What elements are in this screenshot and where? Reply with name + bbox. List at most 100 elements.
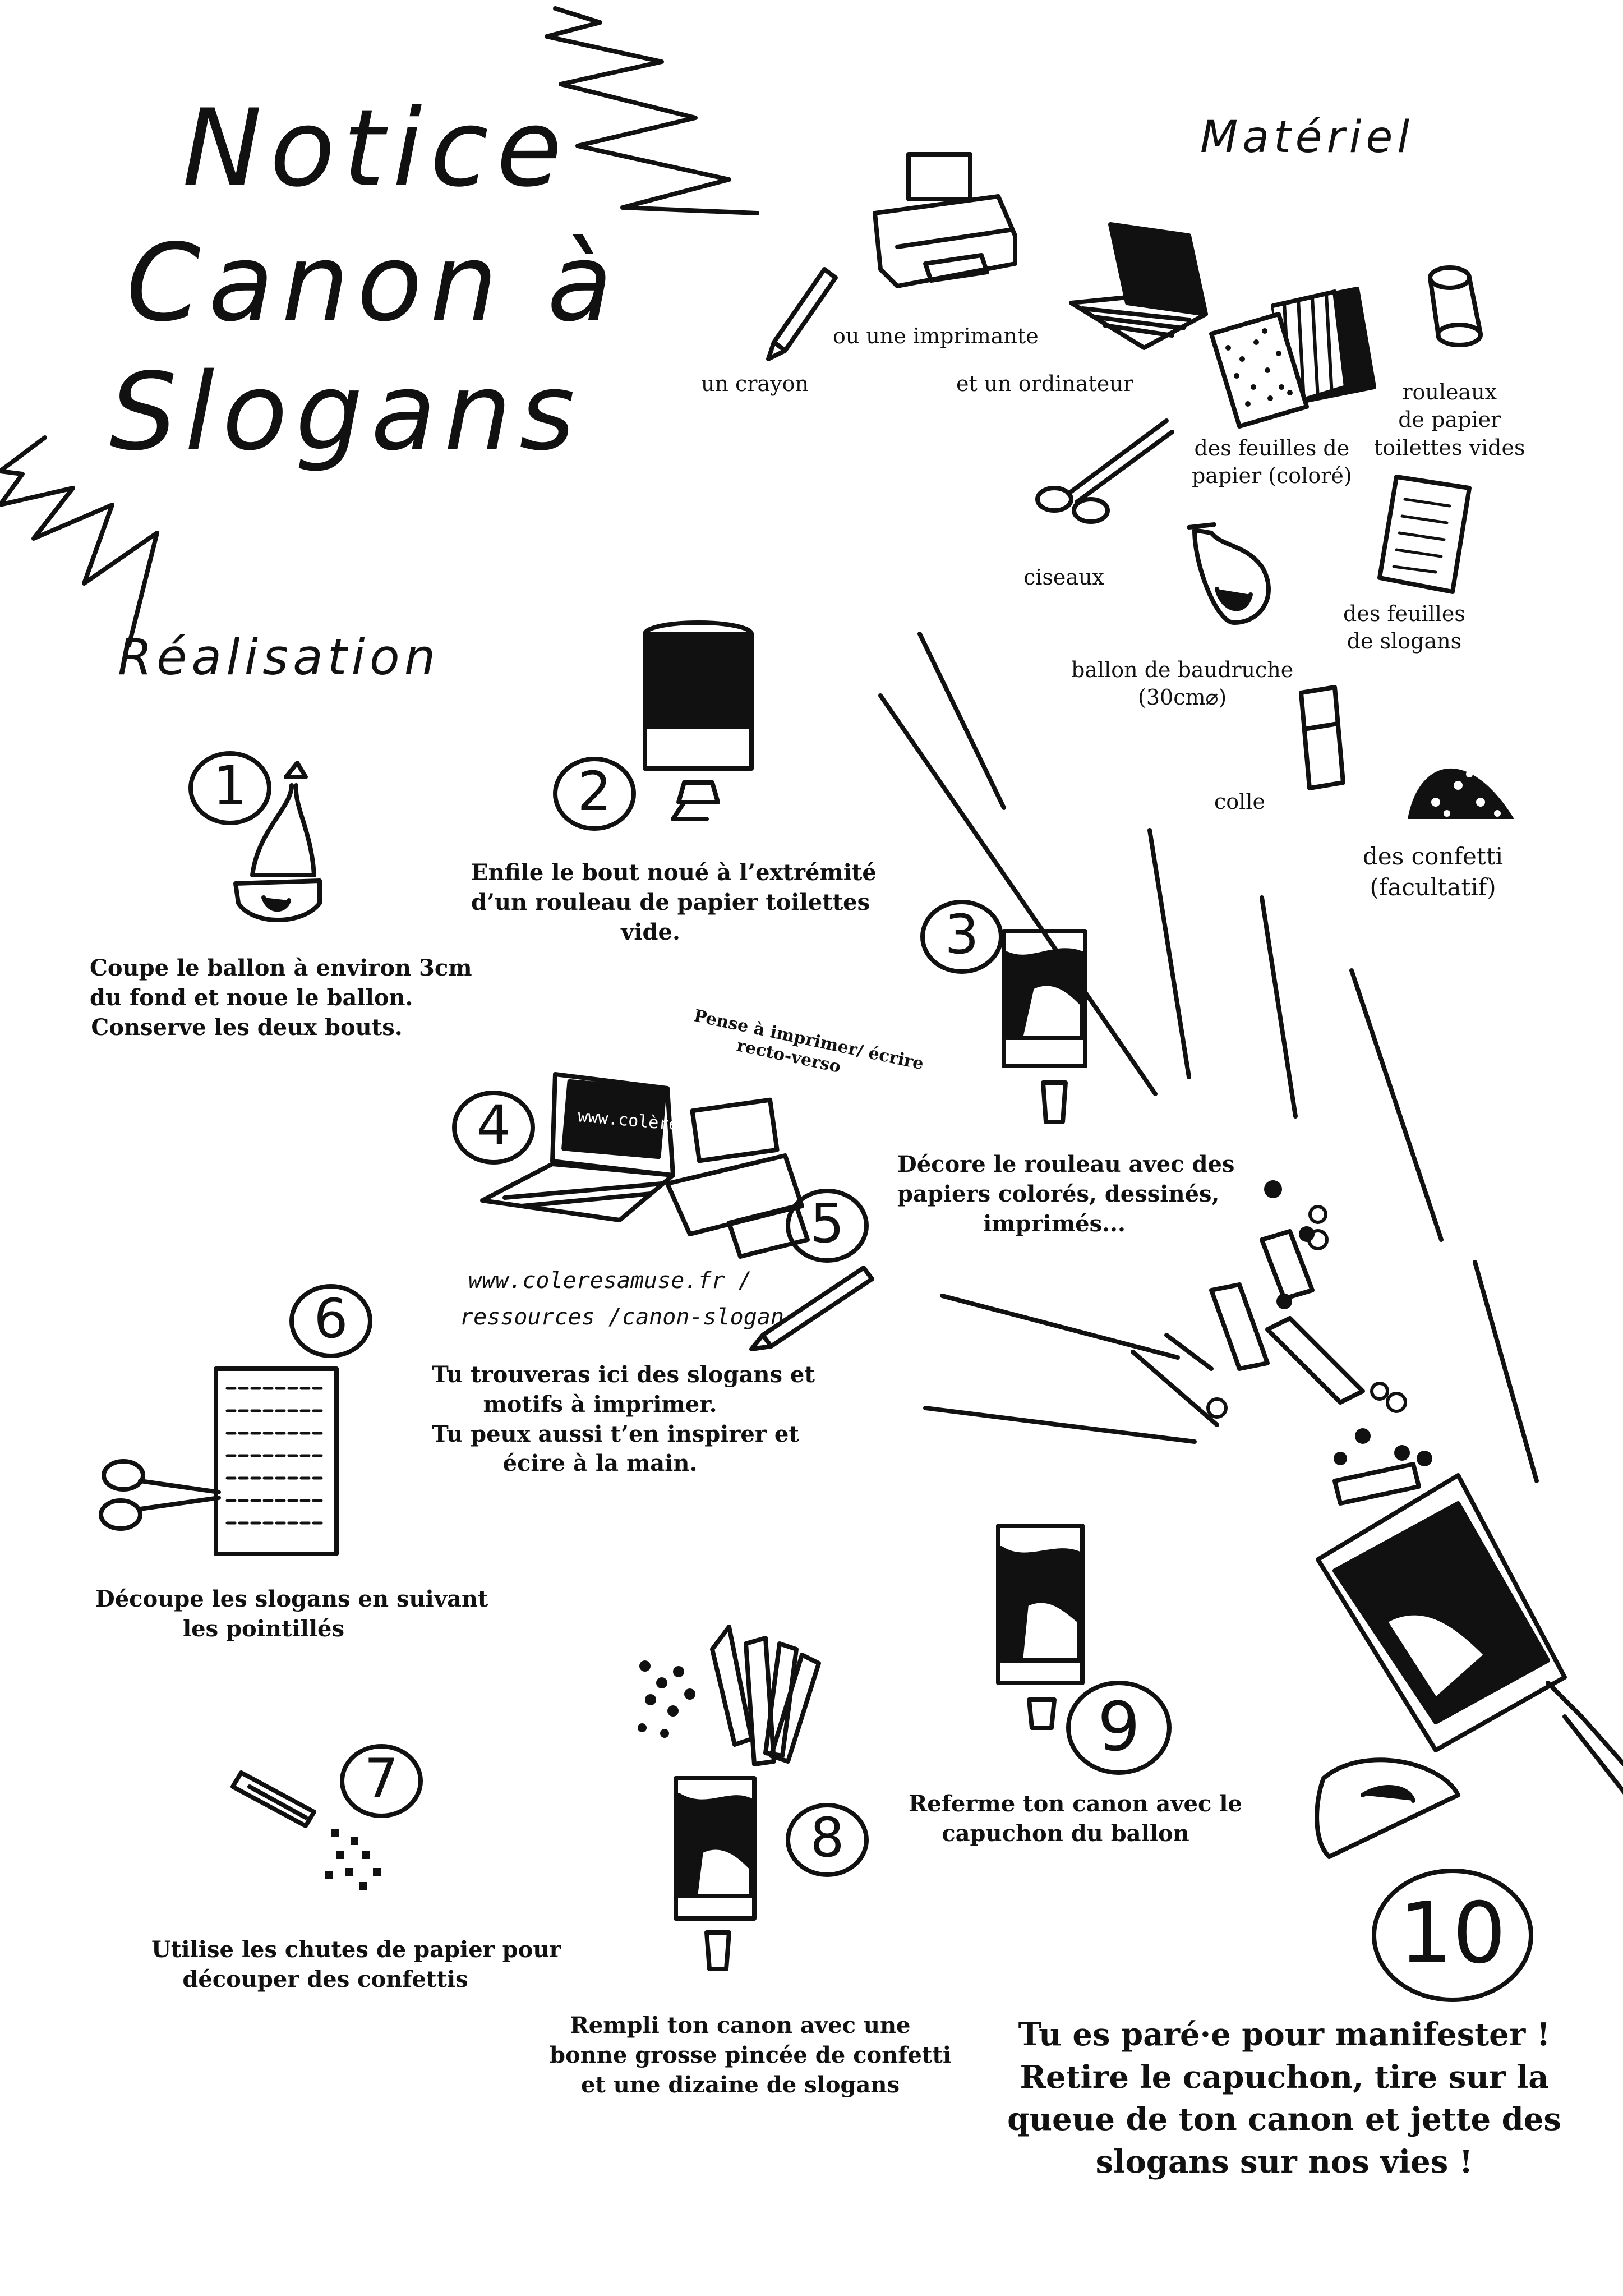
material-rouleaux: rouleaux de papier toilettes vides (1374, 379, 1525, 462)
final-line4: slogans sur nos vies ! (1095, 2143, 1473, 2180)
step4-printer-drawing (665, 1097, 810, 1259)
printer-drawing (873, 152, 1017, 288)
title-line-1: Notice (182, 86, 570, 210)
step-caption-2: Enfile le bout noué à l’extrémité d’un r… (471, 858, 877, 947)
final-message: Tu es paré·e pour manifester ! Retire le… (1004, 2014, 1565, 2183)
material-slogans: des feuilles de slogans (1343, 600, 1465, 656)
material-confetti-line2: (facultatif) (1370, 873, 1496, 901)
glue-stick-drawing (1299, 685, 1345, 790)
step6-scissors-drawing (99, 1459, 221, 1531)
step8-roll-drawing (674, 1776, 757, 1971)
step1-line2: du fond et noue le ballon. (90, 984, 413, 1011)
step2-line2: d’un rouleau de papier toilettes (471, 889, 870, 915)
step-circle-9 (1066, 1681, 1172, 1775)
step-circle-2 (553, 757, 636, 831)
step9-line1: Referme ton canon avec le (909, 1791, 1242, 1817)
material-rouleaux-line3: toilettes vides (1374, 435, 1525, 460)
step2-line3: vide. (621, 918, 680, 945)
scissors-drawing (1035, 418, 1174, 524)
material-feuilles-line1: des feuilles de (1194, 436, 1350, 461)
material-slogans-line1: des feuilles (1343, 601, 1465, 626)
step6-sheet-drawing (214, 1366, 339, 1556)
step3-line1: Décore le rouleau avec des (897, 1151, 1235, 1177)
step4-line3: Tu peux aussi t’en inspirer et (432, 1420, 799, 1447)
step-number-5: 5 (810, 1192, 845, 1255)
step-number-10: 10 (1399, 1885, 1506, 1982)
material-ballon-line2: (30cm⌀) (1138, 685, 1227, 710)
step3-roll-drawing (1002, 929, 1087, 1124)
step6-line1: Découpe les slogans en suivant (95, 1586, 488, 1612)
step8-line3: et une dizaine de slogans (580, 2071, 900, 2098)
zigzag-burst-left (0, 435, 159, 647)
paper-sheets-drawing (1209, 287, 1376, 429)
material-ordinateur: et un ordinateur (956, 371, 1133, 396)
pencil-drawing (766, 267, 838, 361)
step4-line1: Tu trouveras ici des slogans et (432, 1361, 815, 1388)
step-circle-1 (188, 751, 271, 825)
step-number-1: 1 (213, 754, 247, 817)
step1-line3: Conserve les deux bouts. (91, 1014, 403, 1041)
step-caption-7: Utilise les chutes de papier pour découp… (151, 1935, 561, 1995)
final-line2: Retire le capuchon, tire sur la (1020, 2058, 1549, 2096)
material-ballon-line1: ballon de baudruche (1071, 657, 1294, 682)
step6-line2: les pointillés (182, 1615, 345, 1642)
motion-lines-drawing (878, 632, 1539, 1483)
step-caption-4: Tu trouveras ici des slogans et motifs à… (432, 1360, 815, 1479)
material-colle: colle (1214, 789, 1265, 814)
material-confetti-line1: des confetti (1363, 843, 1504, 870)
step10-cap-drawing (1315, 1757, 1460, 1859)
step7-confetti-drawing (325, 1829, 381, 1890)
material-feuilles: des feuilles de papier (coloré) (1192, 435, 1352, 490)
resource-url-line2[interactable]: ressources /canon-slogan (460, 1304, 784, 1330)
step-number-8: 8 (810, 1806, 845, 1869)
slogan-sheet-drawing (1377, 475, 1472, 594)
flying-slogans-drawing (1209, 1229, 1421, 1506)
step-circle-6 (289, 1284, 372, 1358)
step-number-4: 4 (476, 1094, 511, 1157)
step2-roll-drawing (643, 620, 754, 821)
final-line1: Tu es paré·e pour manifester ! (1018, 2016, 1551, 2053)
step-circle-4 (452, 1091, 535, 1165)
material-rouleaux-line1: rouleaux (1402, 380, 1497, 404)
material-ciseaux: ciseaux (1023, 565, 1104, 590)
material-confetti: des confetti (facultatif) (1363, 841, 1503, 903)
step10-canon-drawing (1316, 1473, 1623, 1795)
step-circle-3 (920, 900, 1003, 974)
step-caption-8: Rempli ton canon avec une bonne grosse p… (550, 2011, 952, 2100)
step-circle-8 (786, 1803, 869, 1877)
step1-line1: Coupe le ballon à environ 3cm (90, 955, 472, 981)
step8-slogans-drawing (710, 1625, 821, 1766)
toilet-roll-drawing (1428, 265, 1483, 347)
step8-line1: Rempli ton canon avec une (570, 2012, 911, 2039)
step-caption-3: Décore le rouleau avec des papiers color… (897, 1150, 1235, 1239)
step-number-3: 3 (944, 903, 979, 966)
step-caption-6: Découpe les slogans en suivant les point… (95, 1585, 488, 1644)
title-line-2: Canon à (126, 221, 621, 345)
step-circle-10 (1372, 1869, 1533, 2002)
material-crayon: un crayon (701, 371, 809, 396)
resource-url-line1[interactable]: www.coleresamuse.fr / (468, 1268, 752, 1294)
step-number-9: 9 (1097, 1688, 1141, 1766)
section-realisation: Réalisation (118, 628, 440, 686)
step3-line2: papiers colorés, dessinés, (897, 1180, 1220, 1207)
zigzag-burst-top (545, 6, 759, 215)
step-number-6: 6 (313, 1287, 348, 1350)
step-caption-9: Referme ton canon avec le capuchon du ba… (909, 1789, 1242, 1849)
step5-pencil-drawing (749, 1266, 874, 1351)
step8-line2: bonne grosse pincée de confetti (550, 2041, 952, 2068)
step9-roll-drawing (996, 1524, 1085, 1730)
step7-line2: découper des confettis (182, 1966, 468, 1993)
step2-line1: Enfile le bout noué à l’extrémité (471, 859, 877, 886)
material-slogans-line2: de slogans (1347, 629, 1462, 654)
step3-line3: imprimés... (983, 1210, 1126, 1237)
step4-line2: motifs à imprimer. (483, 1391, 717, 1418)
step9-line2: capuchon du ballon (942, 1820, 1189, 1847)
confetti-rings-drawing (1206, 1205, 1407, 1419)
section-materiel: Matériel (1200, 112, 1414, 163)
title-line-3: Slogans (109, 350, 583, 474)
step-number-7: 7 (364, 1747, 399, 1810)
step1-balloon-drawing (233, 761, 322, 922)
final-line3: queue de ton canon et jette des (1007, 2101, 1561, 2138)
step-number-2: 2 (577, 760, 612, 823)
